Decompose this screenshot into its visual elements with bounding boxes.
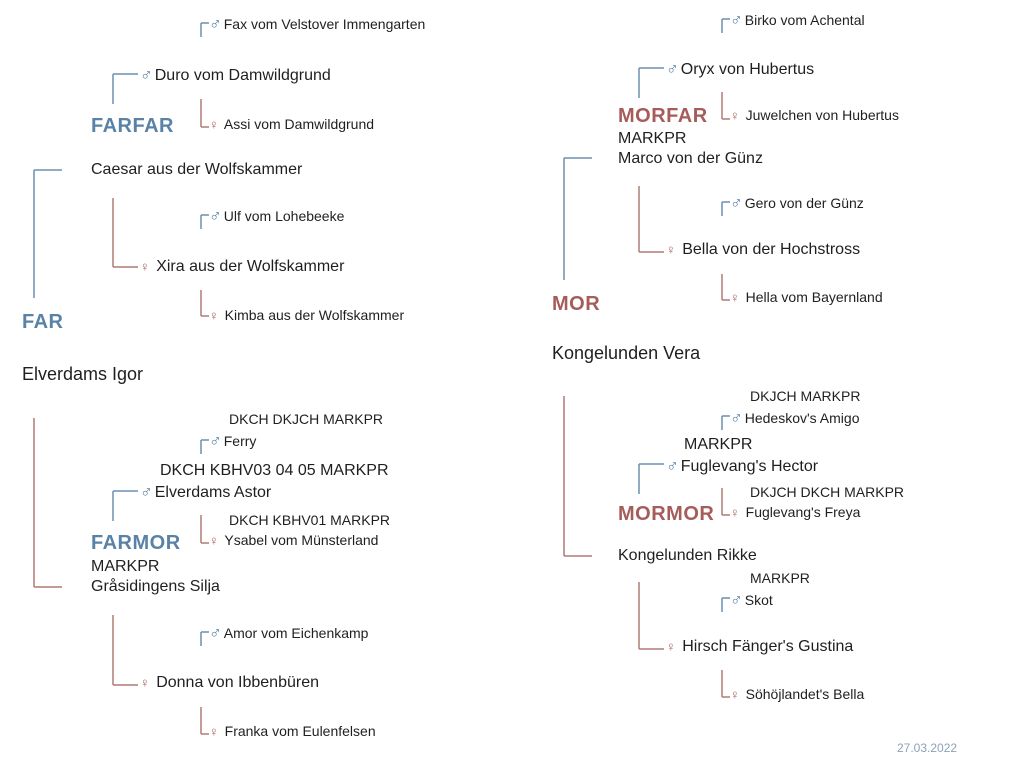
print-date: 27.03.2022 [897, 741, 958, 755]
far-name: Caesar aus der Wolfskammer [91, 161, 303, 178]
far-label: FAR [22, 311, 64, 333]
dog-name-mother-side: Kongelunden Vera [552, 343, 701, 363]
farmor-titles: MARKPR [91, 558, 160, 575]
xira-name: Xira aus der Wolfskammer [156, 258, 345, 275]
female-icon: ♀ [209, 308, 219, 323]
oryx-name: Oryx von Hubertus [680, 61, 815, 78]
franka-entry: ♀ Franka vom Eulenfelsen [209, 724, 376, 738]
female-icon: ♀ [730, 108, 740, 123]
hector-titles: MARKPR [684, 436, 753, 453]
male-icon: ♂ [140, 482, 153, 501]
mor-label: MOR [552, 293, 601, 315]
male-icon: ♂ [209, 431, 222, 450]
farfar-far-entry: ♂Fax vom Velstover Immengarten [209, 15, 425, 32]
female-icon: ♀ [666, 242, 676, 257]
birko-name: Birko vom Achental [744, 12, 865, 28]
female-icon: ♀ [209, 724, 219, 739]
freya-titles: DKJCH DKCH MARKPR [750, 484, 905, 500]
male-icon: ♂ [209, 206, 222, 225]
donna-entry: ♀ Donna von Ibbenbüren [140, 675, 319, 691]
female-icon: ♀ [140, 259, 150, 274]
skot-entry: ♂Skot [730, 591, 773, 608]
amigo-titles: DKJCH MARKPR [750, 388, 861, 404]
morfar-titles: MARKPR [618, 130, 687, 147]
hella-entry: ♀ Hella vom Bayernland [730, 290, 883, 304]
male-icon: ♂ [666, 456, 679, 475]
morfar-name: Marco von der Günz [618, 150, 763, 167]
franka-name: Franka vom Eulenfelsen [224, 723, 376, 739]
bella-s-entry: ♀ Söhöjlandet's Bella [730, 687, 864, 701]
farfar-label: FARFAR [91, 115, 174, 137]
birko-entry: ♂Birko vom Achental [730, 11, 865, 28]
gustina-name: Hirsch Fänger's Gustina [682, 638, 854, 655]
bella-s-name: Söhöjlandet's Bella [745, 686, 865, 702]
male-icon: ♂ [730, 10, 743, 29]
ysabel-name: Ysabel vom Münsterland [224, 532, 379, 548]
amigo-name: Hedeskov's Amigo [744, 410, 860, 426]
female-icon: ♀ [730, 290, 740, 305]
bella-h-entry: ♀ Bella von der Hochstross [666, 242, 860, 258]
ferry-name: Ferry [223, 433, 257, 449]
ysabel-titles: DKCH KBHV01 MARKPR [229, 512, 391, 528]
female-icon: ♀ [140, 675, 150, 690]
amor-entry: ♂Amor vom Eichenkamp [209, 624, 368, 641]
xira-far-entry: ♂Ulf vom Lohebeeke [209, 207, 344, 224]
ferry-titles: DKCH DKJCH MARKPR [229, 411, 384, 427]
farfar-mor-entry: ♀ Assi vom Damwildgrund [209, 117, 374, 131]
freya-entry: ♀ Fuglevang's Freya [730, 505, 860, 519]
farfar-mor-name: Assi vom Damwildgrund [223, 116, 375, 132]
ysabel-entry: ♀ Ysabel vom Münsterland [209, 533, 378, 547]
farfar-name: Duro vom Damwildgrund [154, 67, 331, 84]
male-icon: ♂ [730, 193, 743, 212]
juwelchen-entry: ♀ Juwelchen von Hubertus [730, 108, 899, 122]
bella-h-name: Bella von der Hochstross [682, 241, 861, 258]
dog-name-father-side: Elverdams Igor [22, 364, 144, 384]
gero-name: Gero von der Günz [744, 195, 864, 211]
male-icon: ♂ [140, 65, 153, 84]
skot-name: Skot [744, 592, 773, 608]
amigo-entry: ♂Hedeskov's Amigo [730, 409, 859, 426]
gustina-entry: ♀ Hirsch Fänger's Gustina [666, 639, 853, 655]
freya-name: Fuglevang's Freya [745, 504, 861, 520]
skot-titles: MARKPR [750, 570, 810, 586]
astor-titles: DKCH KBHV03 04 05 MARKPR [160, 462, 389, 479]
astor-name: Elverdams Astor [154, 484, 272, 501]
oryx-entry: ♂Oryx von Hubertus [666, 60, 814, 78]
donna-name: Donna von Ibbenbüren [156, 674, 319, 691]
mormor-label: MORMOR [618, 503, 715, 525]
farmor-label: FARMOR [91, 532, 181, 554]
farfar-far-name: Fax vom Velstover Immengarten [223, 16, 426, 32]
mormor-name: Kongelunden Rikke [618, 547, 757, 564]
xira-mor-entry: ♀ Kimba aus der Wolfskammer [209, 308, 404, 322]
xira-mor-name: Kimba aus der Wolfskammer [224, 307, 405, 323]
male-icon: ♂ [730, 408, 743, 427]
female-icon: ♀ [730, 505, 740, 520]
farfar-entry: ♂Duro vom Damwildgrund [140, 66, 331, 84]
hector-name: Fuglevang's Hector [680, 458, 819, 475]
ferry-entry: ♂Ferry [209, 432, 256, 449]
farmor-name: Gråsidingens Silja [91, 578, 220, 595]
hella-name: Hella vom Bayernland [745, 289, 883, 305]
amor-name: Amor vom Eichenkamp [223, 625, 369, 641]
juwelchen-name: Juwelchen von Hubertus [745, 107, 899, 123]
xira-far-name: Ulf vom Lohebeeke [223, 208, 345, 224]
gero-entry: ♂Gero von der Günz [730, 194, 864, 211]
male-icon: ♂ [730, 590, 743, 609]
male-icon: ♂ [209, 623, 222, 642]
male-icon: ♂ [666, 59, 679, 78]
morfar-label: MORFAR [618, 105, 708, 127]
xira-entry: ♀ Xira aus der Wolfskammer [140, 259, 344, 275]
female-icon: ♀ [209, 117, 219, 132]
astor-entry: ♂Elverdams Astor [140, 483, 271, 501]
female-icon: ♀ [209, 533, 219, 548]
male-icon: ♂ [209, 14, 222, 33]
hector-entry: ♂Fuglevang's Hector [666, 457, 818, 475]
female-icon: ♀ [666, 639, 676, 654]
female-icon: ♀ [730, 687, 740, 702]
